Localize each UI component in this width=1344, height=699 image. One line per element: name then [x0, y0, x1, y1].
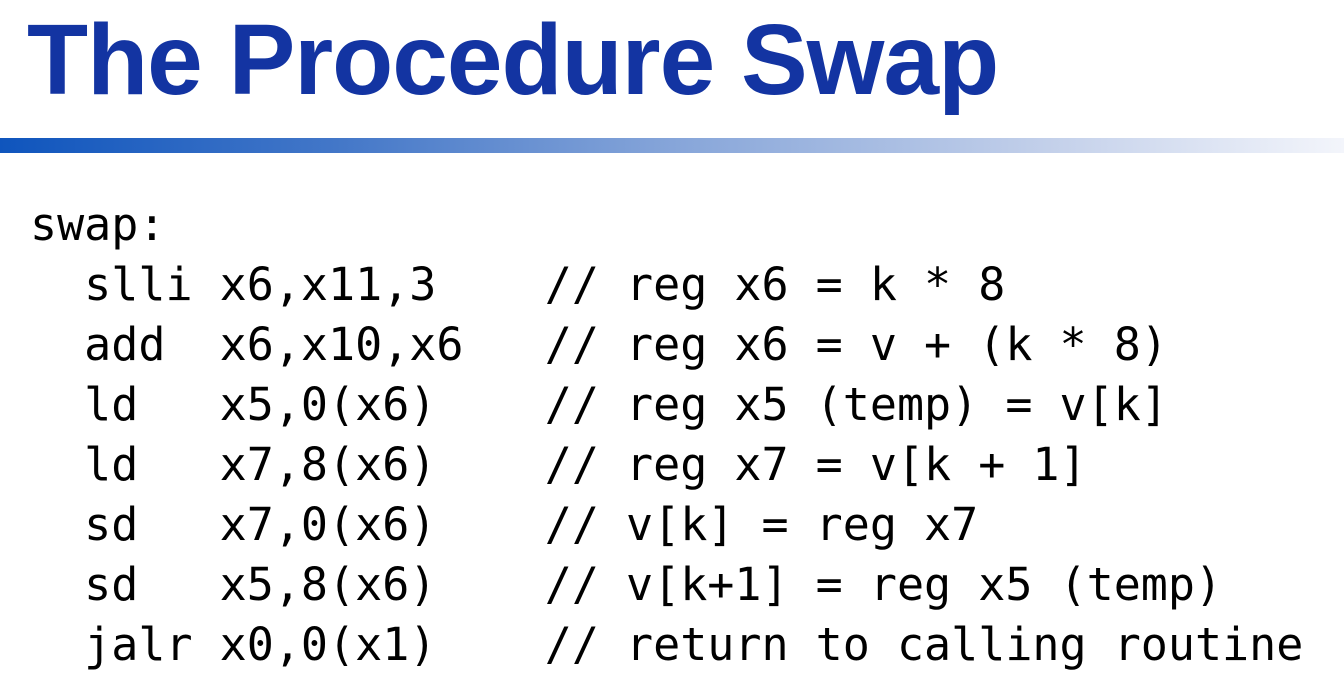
assembly-code-block: swap: slli x6,x11,3 // reg x6 = k * 8 ad… — [30, 195, 1303, 675]
code-line-ld-2: ld x7,8(x6) // reg x7 = v[k + 1] — [30, 438, 1087, 491]
code-line-sd-1: sd x7,0(x6) // v[k] = reg x7 — [30, 498, 979, 551]
code-line-ld-1: ld x5,0(x6) // reg x5 (temp) = v[k] — [30, 378, 1168, 431]
code-line-swap-label: swap: — [30, 198, 166, 251]
code-line-sd-2: sd x5,8(x6) // v[k+1] = reg x5 (temp) — [30, 558, 1223, 611]
page-title: The Procedure Swap — [27, 4, 999, 116]
code-line-slli: slli x6,x11,3 // reg x6 = k * 8 — [30, 258, 1006, 311]
code-line-add: add x6,x10,x6 // reg x6 = v + (k * 8) — [30, 318, 1168, 371]
code-line-jalr: jalr x0,0(x1) // return to calling routi… — [30, 618, 1304, 671]
title-divider-bar — [0, 138, 1344, 153]
